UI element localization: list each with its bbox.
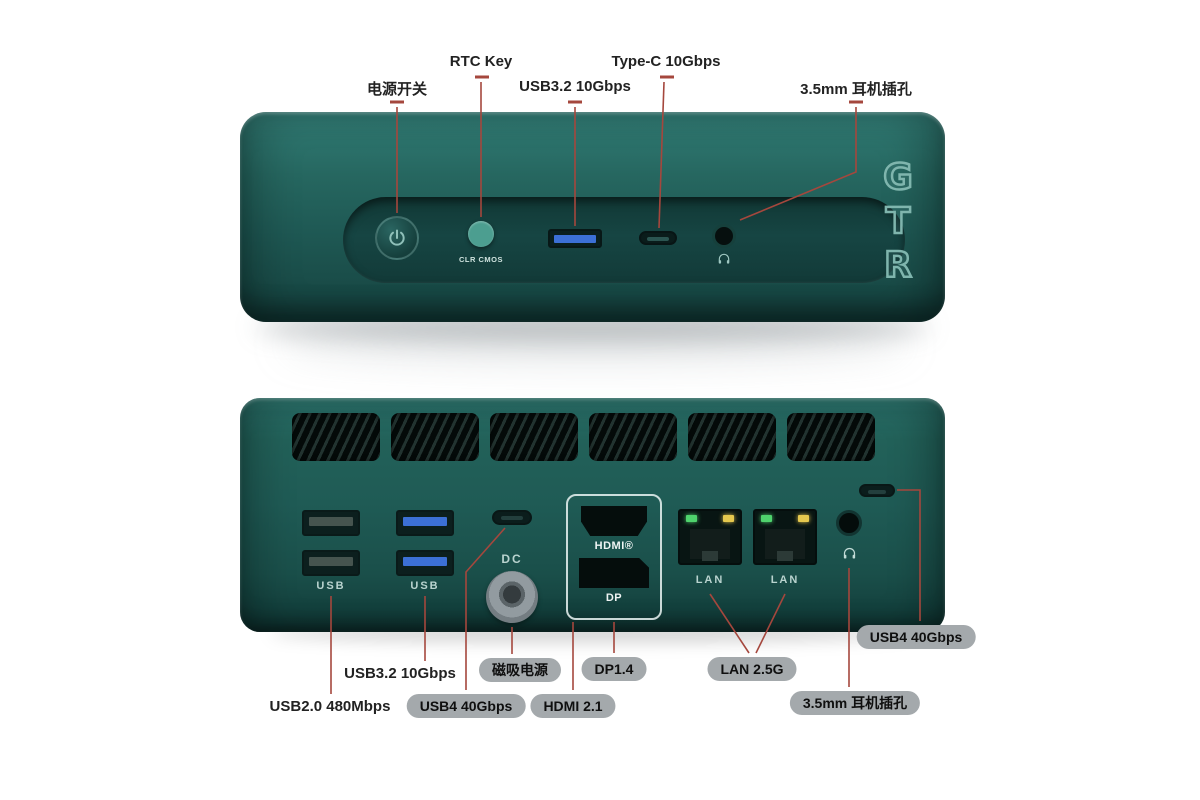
usb4-port-top-right xyxy=(859,484,895,497)
gtr-logo-letter: R xyxy=(883,244,913,288)
usb3-port-bottom xyxy=(396,550,454,576)
callout-power-switch: 电源开关 xyxy=(366,81,428,98)
usb-a-tongue xyxy=(554,235,596,243)
usb-c-slot xyxy=(647,237,669,241)
badge-usb4-right: USB4 40Gbps xyxy=(856,625,976,649)
vent-grille xyxy=(688,413,776,461)
clr-cmos-button xyxy=(468,221,494,247)
lan-port-right xyxy=(753,509,817,565)
badge-hdmi21: HDMI 2.1 xyxy=(530,694,616,718)
usb2-column-caption: USB xyxy=(316,580,346,592)
video-ports-outline xyxy=(566,494,662,620)
gtr-logo-letter: T xyxy=(884,200,911,244)
usb-c-port-front xyxy=(639,231,677,245)
callout-type-c-front: Type-C 10Gbps xyxy=(611,53,721,70)
usb-c-slot xyxy=(501,516,523,520)
lan-port-left xyxy=(678,509,742,565)
usb3-port-top xyxy=(396,510,454,536)
gtr-logo-letter: G xyxy=(882,156,914,200)
lan-tab xyxy=(702,551,718,561)
headphone-jack-front xyxy=(712,224,736,248)
usb-a-port-front xyxy=(548,229,602,248)
headphone-icon-front xyxy=(718,253,730,264)
power-icon xyxy=(389,229,405,246)
lan-led-amber xyxy=(723,515,734,522)
callout-usb32-front: USB3.2 10Gbps xyxy=(519,78,631,95)
usb3-column-caption: USB xyxy=(410,580,440,592)
badge-lan25g: LAN 2.5G xyxy=(707,657,797,681)
badge-usb4-bottom: USB4 40Gbps xyxy=(406,694,526,718)
usb2-port-top xyxy=(302,510,360,536)
usb2-tongue xyxy=(309,517,353,526)
headphone-icon-rear xyxy=(843,547,856,559)
power-button xyxy=(375,216,419,260)
lan-tab xyxy=(777,551,793,561)
callout-rtc-key: RTC Key xyxy=(449,53,513,70)
usb4-port-center xyxy=(492,510,532,525)
badge-jack-rear: 3.5mm 耳机插孔 xyxy=(789,691,921,715)
clr-cmos-label: CLR CMOS xyxy=(459,255,503,264)
dc-caption: DC xyxy=(501,552,523,566)
usb3-tongue xyxy=(403,517,447,526)
dp-port xyxy=(579,558,649,588)
vent-grille xyxy=(292,413,380,461)
hdmi-port xyxy=(581,506,647,536)
badge-magnetic-power: 磁吸电源 xyxy=(479,658,561,682)
front-device-shadow-wide xyxy=(280,326,910,364)
callout-usb20-rear: USB2.0 480Mbps xyxy=(269,698,391,715)
front-port-recess xyxy=(343,197,905,283)
badge-dp14: DP1.4 xyxy=(581,657,647,681)
lan-led-green xyxy=(761,515,772,522)
callout-jack-front: 3.5mm 耳机插孔 xyxy=(800,81,912,98)
dc-power-port xyxy=(486,571,538,623)
dp-caption: DP xyxy=(605,592,623,604)
usb2-tongue xyxy=(309,557,353,566)
lan-led-amber xyxy=(798,515,809,522)
gtr-logo: G T R xyxy=(877,156,919,288)
headphone-jack-rear xyxy=(836,510,862,536)
vent-grille xyxy=(589,413,677,461)
lan-led-green xyxy=(686,515,697,522)
hdmi-caption: HDMI® xyxy=(594,540,634,552)
vent-grille xyxy=(787,413,875,461)
vent-grille xyxy=(490,413,578,461)
usb3-tongue xyxy=(403,557,447,566)
callout-usb32-rear: USB3.2 10Gbps xyxy=(344,665,456,682)
lan-left-caption: LAN xyxy=(695,574,725,586)
vent-grille xyxy=(391,413,479,461)
lan-right-caption: LAN xyxy=(770,574,800,586)
usb-c-slot xyxy=(868,490,886,494)
usb2-port-bottom xyxy=(302,550,360,576)
